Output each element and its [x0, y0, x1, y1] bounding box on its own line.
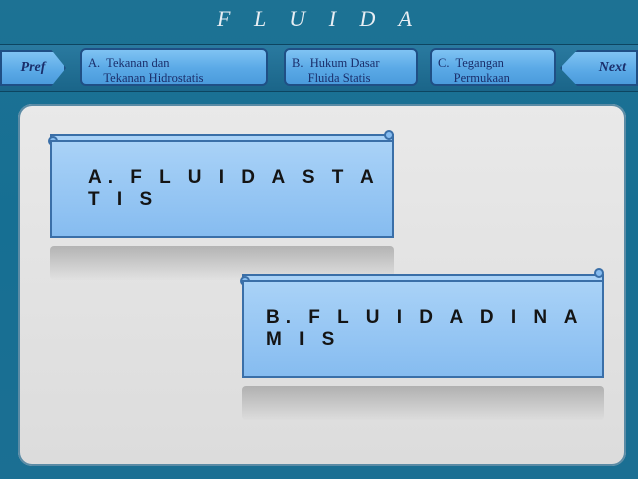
next-button[interactable]: Next	[560, 50, 638, 86]
card-b-curl-right	[594, 268, 604, 278]
card-a-label: F L U I D A S T A T I S	[88, 167, 380, 210]
card-fluida-statis-text: A. F L U I D A S T A T I S	[52, 167, 392, 211]
card-b-letter: B.	[266, 307, 297, 328]
card-b-label: F L U I D A D I N A M I S	[266, 307, 583, 350]
nav-button-hukum-dasar[interactable]: B. Hukum Dasar Fluida Statis	[284, 48, 418, 86]
card-fluida-dinamis[interactable]: B. F L U I D A D I N A M I S	[242, 280, 604, 378]
prev-button-label: Pref	[20, 60, 46, 75]
nav-button-tekanan-label: A. Tekanan dan Tekanan Hidrostatis	[88, 56, 204, 85]
card-a-curl-right	[384, 130, 394, 140]
nav-button-tegangan[interactable]: C. Tegangan Permukaan	[430, 48, 556, 86]
nav-button-hukum-dasar-label: B. Hukum Dasar Fluida Statis	[292, 56, 380, 85]
nav-button-tegangan-label: C. Tegangan Permukaan	[438, 56, 510, 85]
card-fluida-dinamis-text: B. F L U I D A D I N A M I S	[244, 307, 602, 351]
card-a-letter: A.	[88, 167, 119, 188]
page-title: F L U I D A	[217, 6, 421, 31]
card-fluida-statis[interactable]: A. F L U I D A S T A T I S	[50, 140, 394, 238]
nav-button-tekanan[interactable]: A. Tekanan dan Tekanan Hidrostatis	[80, 48, 268, 86]
next-button-label: Next	[598, 60, 626, 75]
prev-button[interactable]: Pref	[0, 50, 66, 86]
card-b-reflection	[242, 386, 604, 420]
